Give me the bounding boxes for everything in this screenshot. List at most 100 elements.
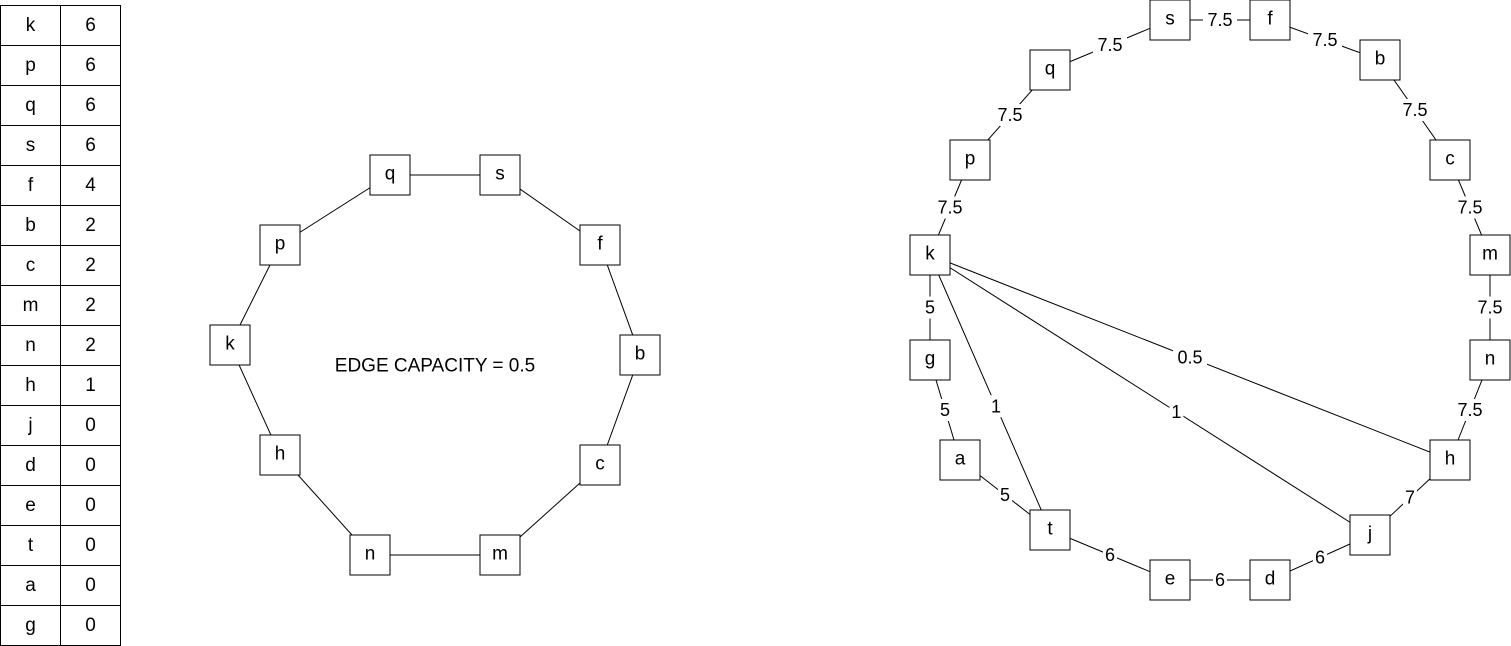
flow-edge-label-b-c: 7.5 — [1398, 99, 1432, 121]
edge-label-background — [1173, 346, 1207, 369]
edge-weight-label: 6 — [1315, 548, 1325, 568]
edge-weight-label: 6 — [1105, 545, 1115, 565]
edge-weight-label: 0.5 — [1177, 348, 1202, 368]
flow-node-q: q — [1029, 49, 1071, 91]
table-cell-node — [0, 605, 61, 646]
ring-node-label: s — [495, 164, 505, 185]
edge-label-background — [1398, 99, 1432, 121]
ring-node-box — [349, 534, 391, 576]
flow-node-label: n — [1485, 349, 1496, 370]
table-value-label: 6 — [85, 15, 96, 36]
table-node-label: a — [25, 575, 36, 596]
table-cell-node — [0, 365, 61, 406]
ring-node-p: p — [259, 224, 301, 266]
table-node-label: d — [25, 455, 36, 476]
flow-node-label: b — [1375, 49, 1386, 70]
table-value-label: 1 — [85, 375, 96, 396]
table-cell-value — [60, 165, 121, 206]
table-cell-value — [60, 365, 121, 406]
table-value-label: 4 — [85, 175, 96, 196]
flow-node-p: p — [949, 139, 991, 181]
ring-node-q: q — [369, 154, 411, 196]
table-cell-value — [60, 245, 121, 286]
flow-node-m: m — [1469, 234, 1511, 276]
ring-node-box — [479, 534, 521, 576]
flow-node-box — [1469, 339, 1511, 381]
table-cell-node — [0, 525, 61, 566]
ring-node-label: m — [492, 544, 508, 565]
edge-label-background — [1473, 296, 1507, 319]
ring-node-label: k — [225, 334, 235, 355]
flow-node-box — [1149, 559, 1191, 601]
ring-node-label: c — [595, 454, 605, 475]
table-node-label: k — [26, 15, 36, 36]
flow-edge-label-m-n: 7.5 — [1473, 296, 1507, 319]
ring-node-label: n — [365, 544, 376, 565]
ring-node-m: m — [479, 534, 521, 576]
flow-node-box — [1469, 234, 1511, 276]
edge-label-background — [1308, 29, 1342, 51]
edge-weight-label: 1 — [1171, 402, 1181, 422]
table-node-label: p — [25, 55, 36, 76]
ring-node-n: n — [349, 534, 391, 576]
edge-label-background — [993, 104, 1027, 126]
flow-edge-label-n-h: 7.5 — [1453, 399, 1487, 421]
edge-weight-label: 7.5 — [1477, 298, 1502, 318]
flow-node-box — [1429, 139, 1471, 181]
edge-weight-label: 5 — [940, 400, 950, 420]
edge-weight-label: 7.5 — [1457, 198, 1482, 218]
flow-edge-label-d-j: 6 — [1313, 546, 1327, 569]
ring-node-box — [369, 154, 411, 196]
ring-node-label: b — [635, 344, 646, 365]
flow-node-b: b — [1359, 39, 1401, 81]
table-node-label: s — [26, 135, 36, 156]
table-value-label: 6 — [85, 135, 96, 156]
table-value-label: 0 — [85, 455, 96, 476]
flow-edge-label-k-g: 5 — [923, 296, 937, 319]
table-cell-node — [0, 325, 61, 366]
edge-weight-label: 1 — [991, 396, 1001, 416]
ring-node-label: q — [385, 164, 396, 185]
flow-node-label: c — [1445, 149, 1455, 170]
table-value-label: 6 — [85, 95, 96, 116]
table-cell-value — [60, 405, 121, 446]
table-node-label: c — [26, 255, 36, 276]
edge-label-background — [1403, 486, 1417, 509]
table-node-label: f — [28, 175, 34, 196]
flow-edge-label-q-s: 7.5 — [1093, 34, 1127, 56]
edge-label-background — [1453, 399, 1487, 421]
flow-edge-label-g-a: 5 — [938, 399, 952, 421]
edge-label-background — [1103, 544, 1117, 566]
ring-graph-nodes: q s f b c m n h k p — [209, 154, 661, 576]
flow-node-s: s — [1149, 0, 1191, 41]
ring-node-label: h — [275, 444, 286, 465]
edge-label-background — [1203, 9, 1237, 31]
edge-weight-label: 7 — [1405, 488, 1415, 508]
ring-node-h: h — [259, 434, 301, 476]
table-cell-node — [0, 445, 61, 486]
table-cell-value — [60, 565, 121, 606]
flow-node-box — [909, 339, 951, 381]
edge-weight-label: 7.5 — [1097, 35, 1122, 55]
table-node-label: h — [25, 375, 36, 396]
flow-node-label: g — [925, 349, 936, 370]
flow-node-box — [909, 234, 951, 276]
edge-label-background — [1313, 546, 1327, 569]
ring-node-f: f — [579, 224, 621, 266]
table-value-label: 0 — [85, 535, 96, 556]
flow-node-k: k — [909, 234, 951, 276]
edge-weight-label: 7.5 — [937, 198, 962, 218]
ring-node-label: p — [275, 234, 286, 255]
flow-node-box — [1149, 0, 1191, 41]
